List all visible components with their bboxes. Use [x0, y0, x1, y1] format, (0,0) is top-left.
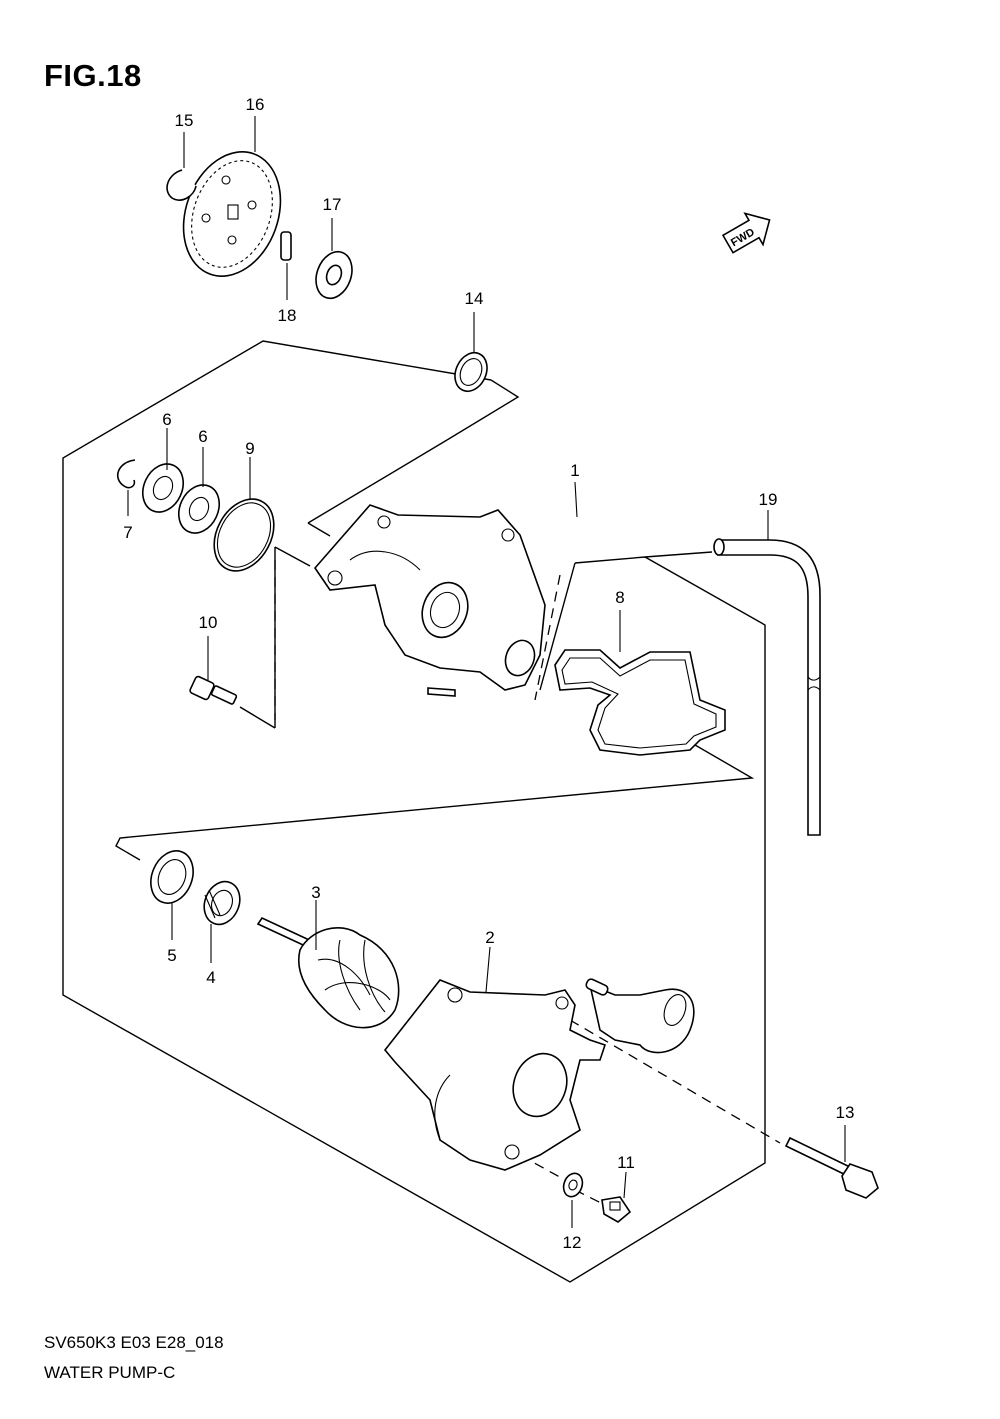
callout-8: 8 [615, 588, 624, 607]
bolt-10 [189, 675, 238, 705]
o-ring-9 [213, 498, 275, 572]
bearing-6b [177, 484, 221, 534]
callout-17: 17 [323, 195, 342, 214]
callout-13: 13 [836, 1103, 855, 1122]
circlip [166, 169, 197, 201]
water-hose [713, 538, 821, 836]
model-code: SV650K3 E03 E28_018 [44, 1333, 224, 1352]
callout-5: 5 [167, 946, 176, 965]
bolt-11 [601, 1196, 632, 1223]
pump-cover [383, 978, 695, 1171]
callout-7: 7 [123, 523, 132, 542]
callout-18: 18 [278, 306, 297, 325]
callout-15: 15 [175, 111, 194, 130]
callout-4: 4 [206, 968, 215, 987]
callout-6b: 6 [198, 427, 207, 446]
callout-1: 1 [570, 461, 579, 480]
oil-seal-4 [203, 880, 241, 926]
callout-10: 10 [199, 613, 218, 632]
callout-6a: 6 [162, 410, 171, 429]
callout-2: 2 [485, 928, 494, 947]
pump-body [313, 504, 546, 697]
callout-16: 16 [246, 95, 265, 114]
fwd-direction-arrow: FWD [721, 212, 771, 254]
callout-12: 12 [563, 1233, 582, 1252]
callout-19: 19 [759, 490, 778, 509]
callout-3: 3 [311, 883, 320, 902]
figure-title: FIG.18 [44, 58, 142, 93]
bearing-6a [141, 463, 185, 513]
diagram-footer: SV650K3 E03 E28_018 WATER PUMP-C [44, 1328, 224, 1388]
gear-pin [280, 231, 292, 261]
bolt-13 [784, 1136, 879, 1199]
o-ring-14 [454, 351, 488, 393]
callout-9: 9 [245, 439, 254, 458]
callout-14: 14 [465, 289, 484, 308]
callout-11: 11 [617, 1153, 635, 1172]
circlip-7 [116, 459, 136, 489]
mechanical-seal-5 [150, 850, 194, 904]
washer-12 [562, 1172, 584, 1198]
callout-labels: 1 2 3 4 5 6 6 7 8 9 10 11 12 13 14 15 16… [123, 95, 854, 1252]
impeller-shaft [256, 916, 400, 1029]
oil-pump-gear [182, 151, 282, 277]
leader-lines [127, 116, 846, 1228]
pump-gasket [554, 649, 726, 756]
gear-washer [315, 250, 353, 300]
section-name: WATER PUMP-C [44, 1363, 176, 1382]
